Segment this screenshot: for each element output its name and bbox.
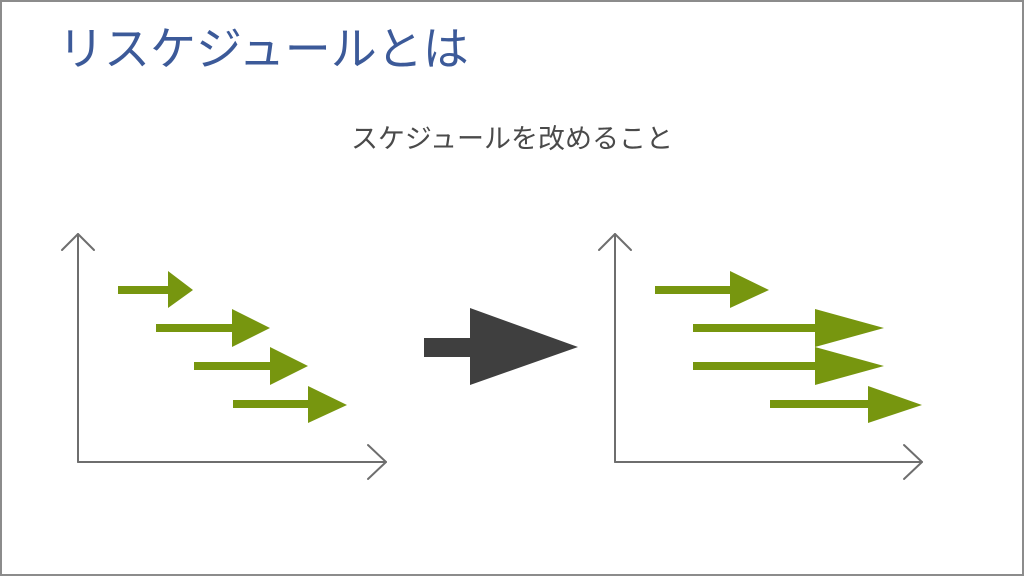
before-tasks xyxy=(118,271,347,423)
after-task-arrow-4-icon xyxy=(770,386,922,423)
after-task-arrow-3-icon xyxy=(693,347,884,385)
transition-arrow-icon xyxy=(424,308,578,385)
after-task-arrow-1-icon xyxy=(655,271,769,308)
after-axes-icon xyxy=(598,233,923,480)
before-task-arrow-2-icon xyxy=(156,309,270,347)
after-x-axis-arrowhead xyxy=(903,444,923,480)
before-axes-icon xyxy=(61,233,387,480)
after-tasks xyxy=(655,271,922,423)
before-y-axis-arrowhead xyxy=(61,233,95,251)
slide-title: リスケジュールとは xyxy=(58,22,469,76)
slide-subtitle: スケジュールを改めること xyxy=(350,124,674,155)
after-y-axis-arrowhead xyxy=(598,233,632,251)
after-task-arrow-2-icon xyxy=(693,309,884,347)
before-task-arrow-4-icon xyxy=(233,386,347,423)
before-task-arrow-1-icon xyxy=(118,271,193,308)
before-task-arrow-3-icon xyxy=(194,347,308,385)
before-x-axis-arrowhead xyxy=(367,444,387,480)
